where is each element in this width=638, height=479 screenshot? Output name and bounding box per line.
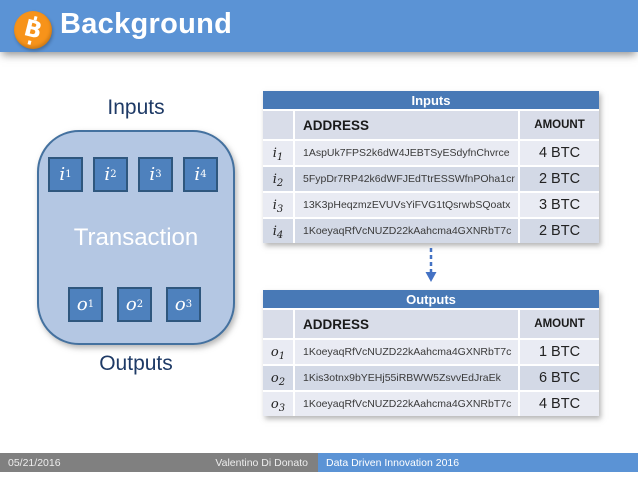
index-column-header [263, 310, 295, 340]
page-title: Background [60, 8, 233, 40]
amount-cell: 2 BTC [520, 167, 599, 193]
footer-right-section: Data Driven Innovation 2016 [318, 453, 638, 472]
amount-cell: 1 BTC [520, 340, 599, 366]
address-cell: 13K3pHeqzmzEVUVsYiFVG1tQsrwbSQoatx [295, 193, 520, 219]
amount-cell: 3 BTC [520, 193, 599, 219]
outputs-table-header-row: ADDRESS AMOUNT [263, 310, 599, 340]
amount-cell: 2 BTC [520, 219, 599, 243]
inputs-table-header-row: ADDRESS AMOUNT [263, 111, 599, 141]
address-cell: 1KoeyaqRfVcNUZD22kAahcma4GXNRbT7c [295, 340, 520, 366]
amount-cell: 6 BTC [520, 366, 599, 392]
flow-arrow-icon [425, 248, 437, 282]
address-cell: 5FypDr7RP42k6dWFJEdTtrESSWfnPOha1cr [295, 167, 520, 193]
row-index: i2 [263, 167, 295, 193]
row-index: i3 [263, 193, 295, 219]
inputs-table-title: Inputs [263, 91, 599, 111]
footer-date: 05/21/2016 [8, 456, 61, 469]
transaction-label: Transaction [73, 224, 199, 251]
bitcoin-icon: B [14, 11, 52, 49]
footer-author: Valentino Di Donato [215, 456, 308, 469]
row-index: o2 [263, 366, 295, 392]
address-cell: 1KoeyaqRfVcNUZD22kAahcma4GXNRbT7c [295, 219, 520, 243]
index-column-header [263, 111, 295, 141]
address-column-header: ADDRESS [295, 310, 520, 340]
inputs-table-title-band: Inputs [263, 91, 599, 111]
amount-column-header: AMOUNT [520, 111, 599, 141]
amount-cell: 4 BTC [520, 141, 599, 167]
footer-left-section: 05/21/2016 Valentino Di Donato [0, 453, 318, 472]
row-index: i4 [263, 219, 295, 243]
bitcoin-symbol: B [21, 14, 45, 45]
row-index: o1 [263, 340, 295, 366]
address-cell: 1KoeyaqRfVcNUZD22kAahcma4GXNRbT7c [295, 392, 520, 416]
address-cell: 1Kis3otnx9bYEHj55iRBWW5ZsvvEdJraEk [295, 366, 520, 392]
address-cell: 1AspUk7FPS2k6dW4JEBTSyESdyfnChvrce [295, 141, 520, 167]
title-bar: B Background [0, 0, 638, 52]
row-index: i1 [263, 141, 295, 167]
amount-cell: 4 BTC [520, 392, 599, 416]
address-column-header: ADDRESS [295, 111, 520, 141]
diagram-inputs-label: Inputs [107, 96, 165, 119]
amount-column-header: AMOUNT [520, 310, 599, 340]
footer-event: Data Driven Innovation 2016 [326, 456, 460, 469]
outputs-table-title-band: Outputs [263, 290, 599, 310]
diagram-outputs-label: Outputs [99, 352, 173, 375]
row-index: o3 [263, 392, 295, 416]
outputs-table-title: Outputs [263, 290, 599, 310]
